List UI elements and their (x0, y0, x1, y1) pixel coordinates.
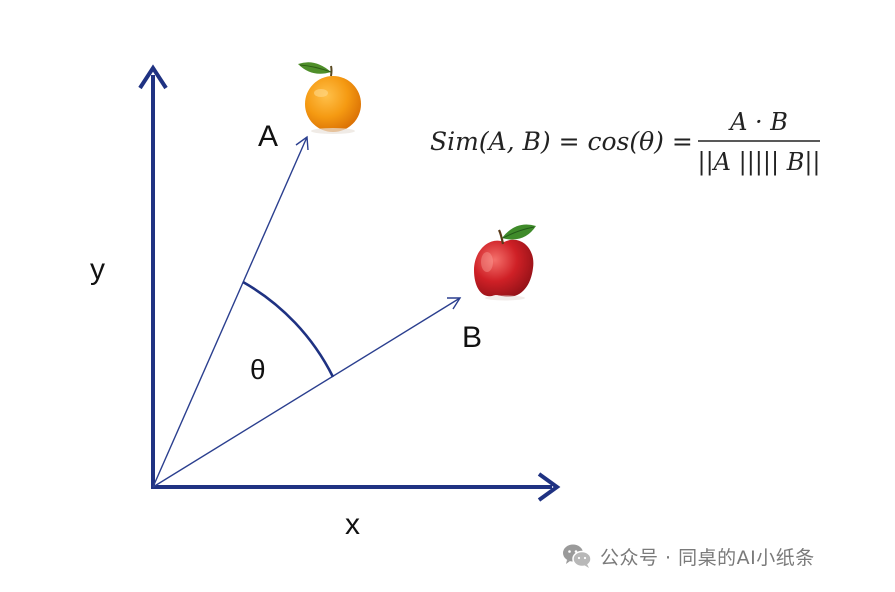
apple-fruit-icon (474, 224, 536, 301)
angle-arc (242, 280, 335, 378)
y-axis-label: y (90, 253, 105, 286)
x-axis-label: x (345, 508, 360, 541)
watermark-text: 公众号 · 同桌的AI小纸条 (600, 546, 815, 569)
angle-label: θ (250, 354, 266, 385)
vector-a-label: A (258, 120, 278, 153)
vector-b-label: B (462, 321, 482, 354)
formula-denominator: ||A ||||| B|| (698, 148, 821, 177)
cosine-similarity-formula: Sim(A, B) = cos(θ) = A · B ||A ||||| B|| (430, 108, 821, 177)
vector-a (152, 135, 309, 488)
formula-numerator: A · B (728, 108, 788, 136)
orange-fruit-icon (298, 62, 361, 134)
vector-b (152, 297, 462, 488)
wechat-logo-icon (563, 544, 592, 568)
watermark: 公众号 · 同桌的AI小纸条 (562, 540, 815, 572)
y-axis (138, 64, 168, 487)
x-axis (151, 472, 561, 502)
formula-lhs: Sim(A, B) = cos(θ) = (430, 127, 693, 156)
